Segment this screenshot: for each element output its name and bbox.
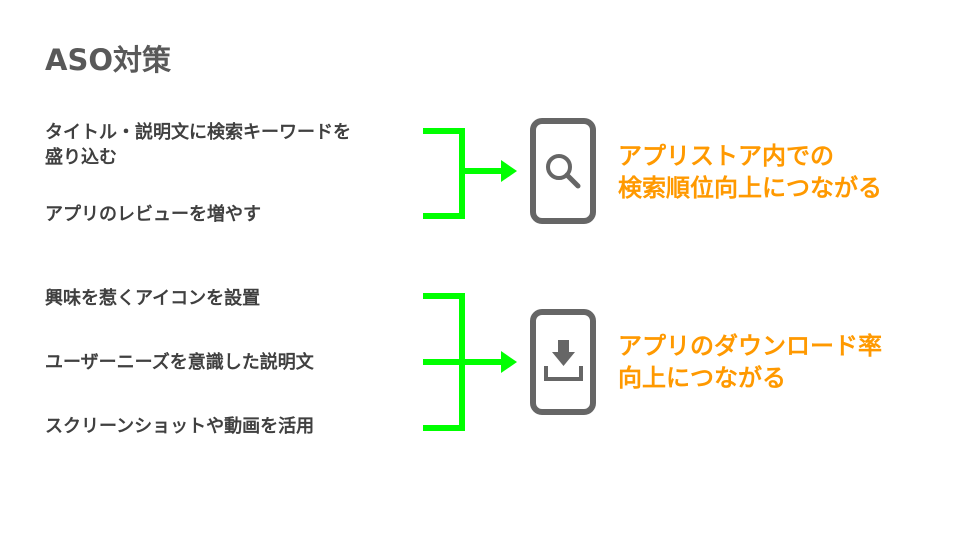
phone-download-icon bbox=[530, 309, 596, 415]
arrow-head bbox=[501, 160, 517, 182]
page-title: ASO対策 bbox=[45, 43, 171, 77]
bracket-line bbox=[423, 128, 465, 219]
result-text-2: アプリのダウンロード率 向上につながる bbox=[618, 330, 882, 394]
result-line: アプリのダウンロード率 bbox=[618, 332, 882, 360]
bracket-arrow-1 bbox=[423, 128, 503, 219]
list-item: 興味を惹くアイコンを設置 bbox=[45, 286, 260, 311]
item-text: ユーザーニーズを意識した説明文 bbox=[45, 352, 314, 373]
item-text: スクリーンショットや動画を活用 bbox=[45, 416, 315, 437]
result-text-1: アプリストア内での 検索順位向上につながる bbox=[618, 140, 882, 204]
search-icon bbox=[546, 154, 572, 180]
download-icon bbox=[544, 340, 583, 381]
bracket-arrow-2 bbox=[423, 293, 503, 431]
result-line: 検索順位向上につながる bbox=[618, 174, 882, 202]
item-text: 興味を惹くアイコンを設置 bbox=[45, 288, 261, 309]
arrow-head bbox=[501, 351, 517, 373]
result-line: アプリストア内での bbox=[618, 142, 834, 170]
list-item: アプリのレビューを増やす bbox=[45, 202, 261, 227]
item-text: タイトル・説明文に検索キーワードを 盛り込む bbox=[45, 122, 351, 168]
list-item: タイトル・説明文に検索キーワードを 盛り込む bbox=[45, 120, 351, 170]
item-text: アプリのレビューを増やす bbox=[45, 204, 261, 225]
list-item: スクリーンショットや動画を活用 bbox=[45, 414, 314, 439]
result-line: 向上につながる bbox=[618, 364, 786, 392]
list-item: ユーザーニーズを意識した説明文 bbox=[45, 350, 314, 375]
phone-search-icon bbox=[530, 118, 596, 224]
